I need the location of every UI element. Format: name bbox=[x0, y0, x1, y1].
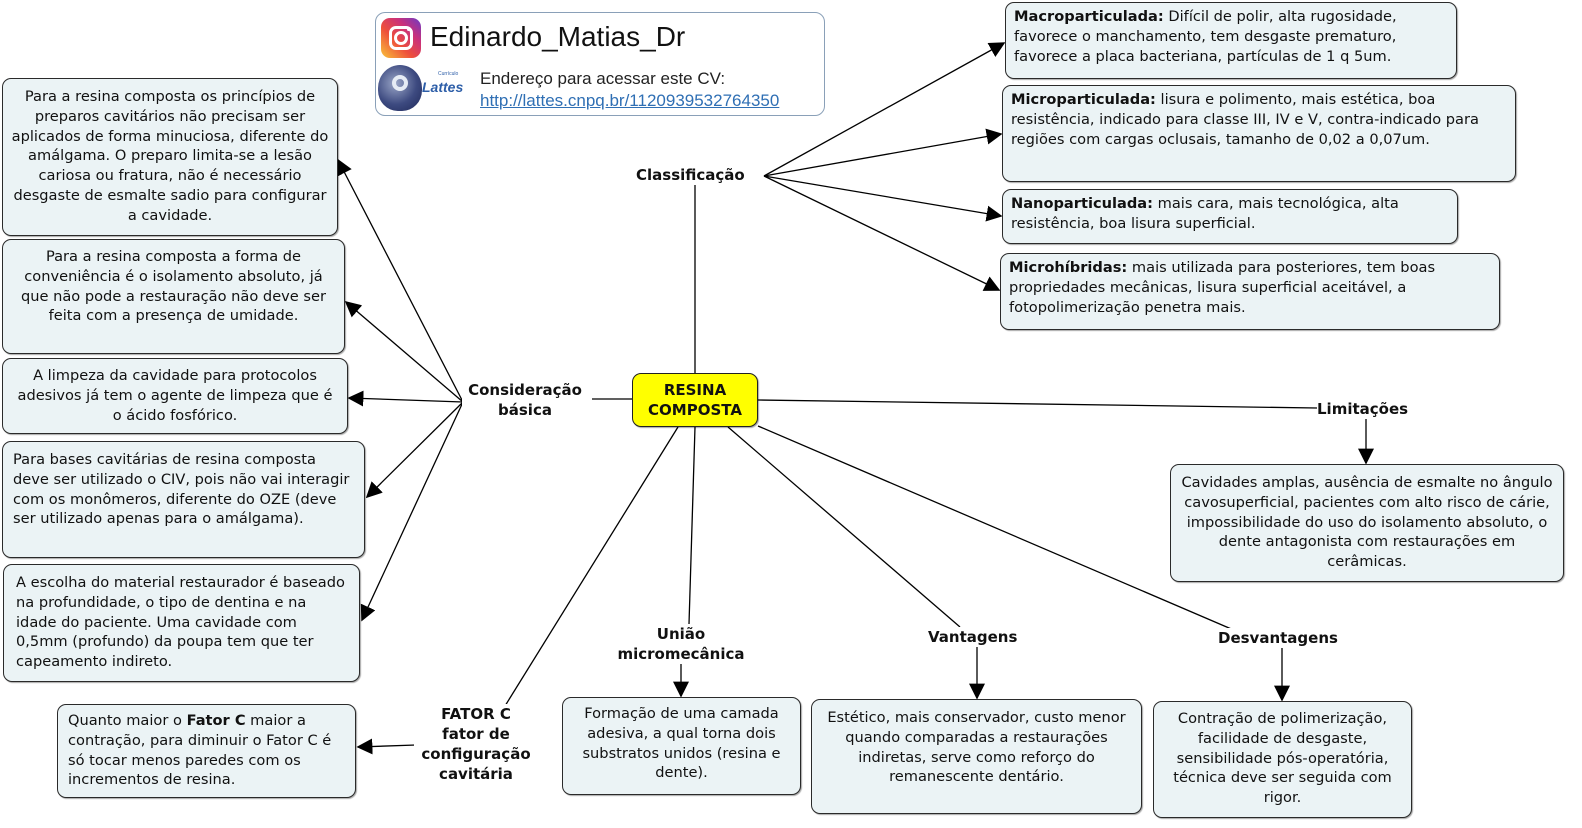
limitacoes-box[interactable]: Cavidades amplas, ausência de esmalte no… bbox=[1170, 464, 1564, 582]
fatorc-box[interactable]: Quanto maior o Fator C maior a contração… bbox=[57, 704, 356, 798]
instagram-handle: Edinardo_Matias_Dr bbox=[430, 21, 686, 52]
uniao-label[interactable]: União micromecânica bbox=[611, 624, 751, 664]
fatorc-label-line-2: fator de bbox=[442, 725, 510, 743]
lattes-word: Lattes bbox=[422, 79, 464, 95]
vantagens-label[interactable]: Vantagens bbox=[928, 627, 1018, 647]
edge-cons-2 bbox=[344, 300, 464, 403]
lattes-logo-icon bbox=[378, 65, 422, 111]
fatorc-label-line-1: FATOR C bbox=[441, 705, 511, 723]
desvantagens-box[interactable]: Contração de polimerização, facilidade d… bbox=[1153, 701, 1412, 818]
uniao-label-line-2: micromecânica bbox=[617, 645, 745, 663]
fatorc-text-pre: Quanto maior o bbox=[68, 712, 187, 729]
consideracao-box-4[interactable]: Para bases cavitárias de resina composta… bbox=[2, 441, 365, 558]
fatorc-label-line-3: configuração bbox=[421, 745, 531, 763]
consideracao-label[interactable]: Consideração básica bbox=[462, 380, 588, 420]
consideracao-box-1[interactable]: Para a resina composta os princípios de … bbox=[2, 78, 338, 236]
consideracao-label-line-1: Consideração bbox=[468, 381, 582, 399]
micro-title: Microparticulada: bbox=[1011, 91, 1156, 108]
edge-class-microhib bbox=[763, 175, 1001, 291]
nano-text: mais cara, mais tecnológica, alta resist… bbox=[1011, 195, 1399, 232]
edge-class-micro bbox=[763, 128, 1003, 177]
microhibridas-title: Microhíbridas: bbox=[1009, 259, 1128, 276]
consideracao-box-2[interactable]: Para a resina composta a forma de conven… bbox=[2, 239, 345, 354]
edge-fatorc-box bbox=[356, 738, 417, 755]
macro-text: Difícil de polir, alta rugosidade, favor… bbox=[1014, 8, 1397, 65]
cv-label: Endereço para acessar este CV: bbox=[480, 69, 726, 88]
edge-cons-3 bbox=[347, 390, 464, 407]
edge-root-limitacoes bbox=[757, 399, 1318, 409]
root-node[interactable]: RESINA COMPOSTA bbox=[632, 373, 758, 427]
fatorc-label-line-4: cavitária bbox=[439, 765, 513, 783]
root-line-1: RESINA bbox=[663, 381, 727, 399]
desvantagens-label[interactable]: Desvantagens bbox=[1218, 628, 1338, 648]
instagram-icon bbox=[381, 18, 421, 58]
classificacao-nano-box[interactable]: Nanoparticulada: mais cara, mais tecnoló… bbox=[1002, 189, 1458, 244]
limitacoes-label[interactable]: Limitações bbox=[1317, 399, 1409, 419]
classificacao-micro-box[interactable]: Microparticulada: lisura e polimento, ma… bbox=[1002, 85, 1516, 182]
fatorc-text-bold: Fator C bbox=[186, 712, 246, 729]
nano-title: Nanoparticulada: bbox=[1011, 195, 1153, 212]
micro-text: lisura e polimento, mais estética, boa r… bbox=[1011, 91, 1479, 148]
classificacao-microhibridas-box[interactable]: Microhíbridas: mais utilizada para poste… bbox=[1000, 253, 1500, 330]
cv-link[interactable]: http://lattes.cnpq.br/1120939532764350 bbox=[480, 91, 780, 110]
edge-root-desvantagens bbox=[757, 425, 1237, 632]
edge-cons-1 bbox=[337, 158, 464, 403]
fatorc-label[interactable]: FATOR C fator de configuração cavitária bbox=[414, 704, 538, 784]
edge-root-uniao bbox=[688, 426, 696, 625]
edge-cons-4 bbox=[365, 401, 464, 499]
fatorc-text-post: maior a contração, para diminuir o Fator… bbox=[68, 712, 332, 789]
consideracao-box-5[interactable]: A escolha do material restaurador é base… bbox=[3, 564, 360, 682]
vantagens-box[interactable]: Estético, mais conservador, custo menor … bbox=[811, 699, 1142, 814]
consideracao-box-3[interactable]: A limpeza da cavidade para protocolos ad… bbox=[2, 358, 348, 434]
edge-root-fatorc bbox=[504, 426, 679, 707]
author-card: Edinardo_Matias_Dr Currículo Lattes Ende… bbox=[375, 12, 825, 116]
uniao-box[interactable]: Formação de uma camada adesiva, a qual t… bbox=[562, 697, 801, 795]
edge-class-nano bbox=[763, 175, 1003, 222]
classificacao-macro-box[interactable]: Macroparticulada: Difícil de polir, alta… bbox=[1005, 2, 1457, 79]
lattes-small-label: Currículo bbox=[438, 71, 459, 77]
edge-root-vantagens bbox=[727, 426, 961, 628]
root-line-2: COMPOSTA bbox=[648, 401, 742, 419]
edge-cons-5 bbox=[360, 401, 464, 622]
uniao-label-line-1: União bbox=[656, 625, 706, 643]
macro-title: Macroparticulada: bbox=[1014, 8, 1164, 25]
consideracao-label-line-2: básica bbox=[498, 401, 552, 419]
classificacao-label[interactable]: Classificação bbox=[636, 165, 745, 185]
microhibridas-text: mais utilizada para posteriores, tem boa… bbox=[1009, 259, 1436, 316]
